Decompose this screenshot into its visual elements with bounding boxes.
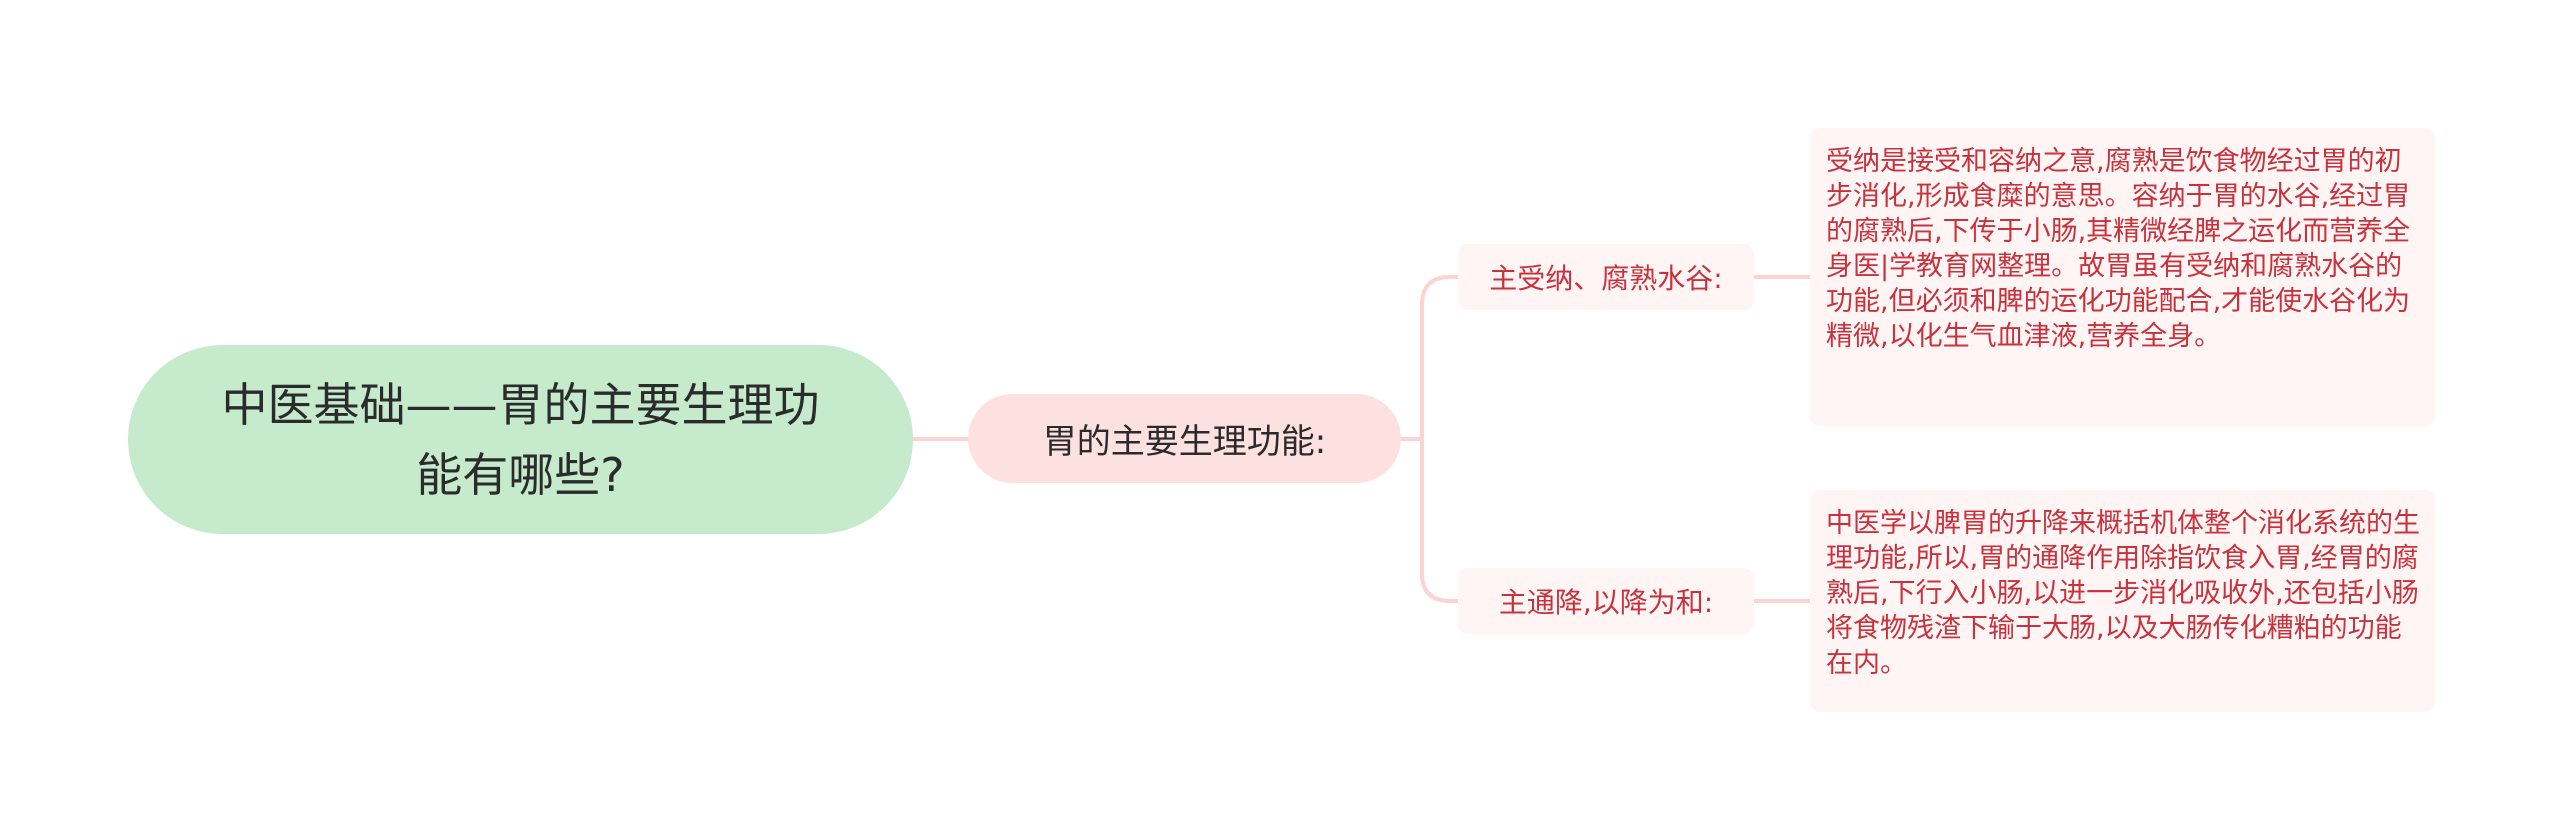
connector-trunk-branch-2	[1420, 437, 1460, 603]
branch-label: 主通降,以降为和:	[1498, 586, 1714, 619]
detail-text: 受纳是接受和容纳之意,腐熟是饮食物经过胃的初步消化,形成食糜的意思。容纳于胃的水…	[1826, 146, 2411, 352]
topic-label: 胃的主要生理功能:	[1042, 422, 1327, 462]
branch-label: 主受纳、腐熟水谷:	[1489, 262, 1723, 295]
branch-node-receive[interactable]: 主受纳、腐熟水谷:	[1458, 244, 1754, 310]
topic-node[interactable]: 胃的主要生理功能:	[968, 394, 1401, 483]
branch-node-descend[interactable]: 主通降,以降为和:	[1458, 568, 1754, 634]
detail-node-receive[interactable]: 受纳是接受和容纳之意,腐熟是饮食物经过胃的初步消化,形成食糜的意思。容纳于胃的水…	[1810, 128, 2435, 426]
detail-node-descend[interactable]: 中医学以脾胃的升降来概括机体整个消化系统的生理功能,所以,胃的通降作用除指饮食入…	[1810, 490, 2435, 712]
root-node[interactable]: 中医基础——胃的主要生理功能有哪些?	[128, 345, 913, 534]
connector-trunk-branch-1	[1420, 275, 1460, 441]
root-label: 中医基础——胃的主要生理功能有哪些?	[221, 377, 820, 502]
detail-text: 中医学以脾胃的升降来概括机体整个消化系统的生理功能,所以,胃的通降作用除指饮食入…	[1826, 508, 2420, 679]
